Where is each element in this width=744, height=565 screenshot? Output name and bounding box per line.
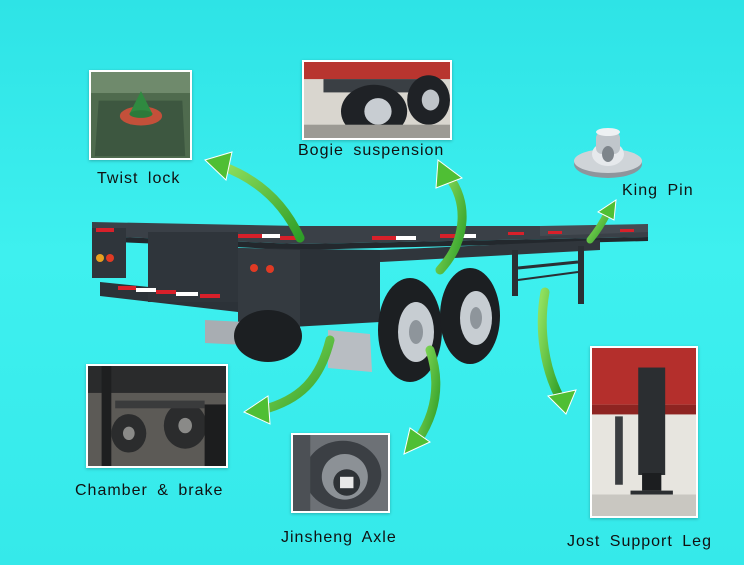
arrow-twist-lock	[217, 161, 305, 243]
jinsheng-axle-photo	[291, 433, 390, 513]
label-chamber-brake: Chamber & brake	[75, 482, 224, 499]
label-jinsheng-axle: Jinsheng Axle	[281, 529, 397, 546]
arrow-chamber-brake	[257, 335, 335, 415]
jost-support-leg-photo	[590, 346, 698, 518]
twist-lock-photo	[89, 70, 192, 160]
chamber-brake-photo	[86, 364, 228, 468]
arrow-axle	[413, 345, 441, 445]
arrow-bogie	[435, 171, 467, 275]
king-pin-photo	[568, 124, 648, 184]
label-king-pin: King Pin	[622, 182, 694, 199]
bogie-suspension-photo	[302, 60, 452, 140]
label-bogie-suspension: Bogie suspension	[298, 142, 445, 159]
arrow-support-leg	[537, 287, 565, 403]
label-twist-lock: Twist lock	[97, 170, 181, 187]
label-jost-support-leg: Jost Support Leg	[567, 533, 712, 550]
